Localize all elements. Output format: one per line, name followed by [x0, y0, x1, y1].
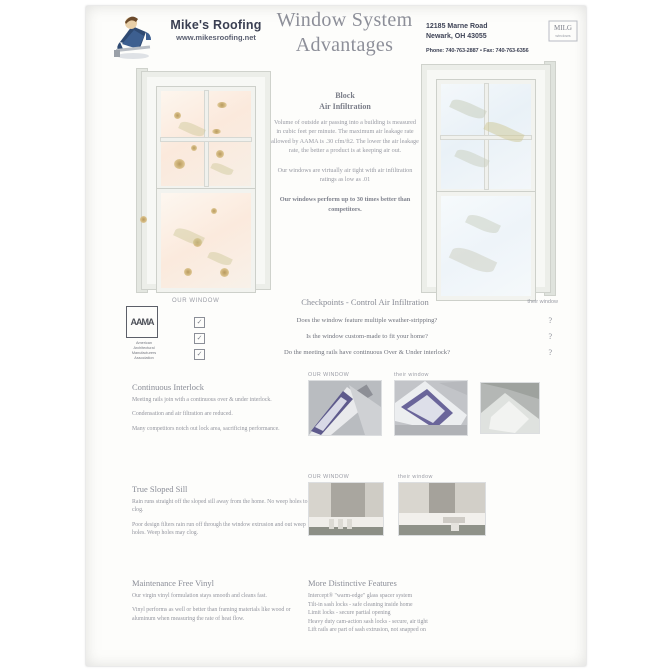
checkpoints-their-label: their window: [527, 299, 558, 305]
document-header: Mike's Roofing www.mikesroofing.net Wind…: [86, 6, 586, 68]
photo-label: OUR WINDOW: [308, 474, 350, 480]
page-title: Window System Advantages: [272, 9, 417, 57]
section-paragraph: Poor design filters rain run off through…: [132, 521, 306, 537]
list-item: Tilt-in sash locks - safe cleaning insid…: [308, 601, 413, 608]
photo-label: their window: [398, 474, 433, 480]
table-row: ✓ Is the window custom-made to fit your …: [172, 332, 558, 347]
aama-logo-icon: AAMA: [126, 306, 158, 338]
air-infiltration-text-block: Block Air Infiltration Volume of outside…: [271, 90, 419, 214]
photo-sill-our: OUR WINDOW: [308, 474, 384, 536]
checkpoint-their-mark-1: ?: [548, 316, 552, 325]
photo-interlock-their: their window: [394, 372, 468, 436]
aama-caption: American Architectural Manufacturers Ass…: [131, 341, 157, 360]
checkpoint-checkbox-1[interactable]: ✓: [194, 317, 205, 328]
brand-block: Mike's Roofing www.mikesroofing.net: [156, 18, 276, 42]
photo-sill-their: their window: [398, 474, 486, 536]
svg-text:windows: windows: [555, 33, 570, 38]
their-window-illustration: [416, 61, 556, 301]
list-item: Intercept® "warm-edge" glass spacer syst…: [308, 593, 413, 599]
section-paragraph: Rain runs straight off the sloped sill a…: [132, 499, 308, 514]
checkpoint-checkbox-2[interactable]: ✓: [194, 333, 205, 344]
page-title-line1: Window System: [276, 9, 413, 31]
center-heading-line2: Air Infiltration: [319, 102, 371, 111]
roofer-mascot-icon: [112, 12, 154, 60]
photo-label: OUR WINDOW: [308, 372, 350, 378]
section-paragraph: Condensation and air filtration are redu…: [132, 411, 233, 418]
checkpoints-header-row: OUR WINDOW Checkpoints - Control Air Inf…: [172, 297, 558, 312]
section-maintenance-free-vinyl: Maintenance Free Vinyl Our virgin vinyl …: [132, 578, 312, 629]
brand-url[interactable]: www.mikesroofing.net: [176, 33, 256, 42]
section-heading: Continuous Interlock: [132, 382, 205, 392]
section-paragraph: Meeting rails join with a continuous ove…: [132, 397, 272, 403]
center-heading-line1: Block: [335, 91, 355, 100]
brand-name: Mike's Roofing: [170, 18, 262, 32]
svg-text:MILG: MILG: [554, 24, 572, 32]
list-item: Lift rails are part of sash extrusion, n…: [308, 627, 426, 634]
section-heading: More Distinctive Features: [308, 578, 397, 588]
center-highlight: Our windows perform up to 30 times bette…: [279, 196, 411, 213]
section-more-distinctive-features: More Distinctive Features Intercept® "wa…: [308, 578, 538, 635]
table-row: ✓ Do the meeting rails have continuous O…: [172, 348, 558, 363]
contact-address: 12185 Marne Road Newark, OH 43055 Phone:…: [426, 22, 546, 56]
phone-fax-line: Phone: 740-763-2887 • Fax: 740-763-6356: [426, 48, 529, 54]
scanned-sheet: Mike's Roofing www.mikesroofing.net Wind…: [86, 6, 586, 666]
center-paragraph-2: Our windows are virtually air tight with…: [277, 166, 413, 184]
photo-interlock-our: OUR WINDOW: [308, 372, 382, 436]
left-margin: [0, 0, 86, 672]
our-window-illustration: [136, 68, 276, 293]
center-paragraph-1: Volume of outside air passing into a bui…: [271, 119, 419, 155]
address-line-2: Newark, OH 43055: [426, 33, 487, 40]
checkpoint-question-1: Does the window feature multiple weather…: [296, 317, 438, 324]
checkpoint-checkbox-3[interactable]: ✓: [194, 349, 205, 360]
checkpoints-table: AAMA American Architectural Manufacturer…: [118, 297, 558, 373]
list-item: Limit locks - secure partial opening: [308, 610, 391, 617]
address-line-1: 12185 Marne Road: [426, 23, 488, 30]
section-paragraph: Vinyl performs as well or better than fr…: [132, 607, 291, 622]
aama-badge: AAMA American Architectural Manufacturer…: [126, 306, 162, 361]
section-paragraph: Our virgin vinyl formulation stays smoot…: [132, 593, 267, 599]
section-true-sloped-sill: True Sloped Sill Rain runs straight off …: [132, 484, 312, 544]
checkpoint-question-2: Is the window custom-made to fit your ho…: [306, 333, 428, 340]
section-heading: Maintenance Free Vinyl: [132, 578, 214, 588]
page-title-line2: Advantages: [295, 34, 394, 56]
manufacturer-logo-icon: MILG windows: [548, 20, 578, 42]
right-margin: [586, 0, 672, 672]
section-heading: True Sloped Sill: [132, 484, 188, 494]
table-row: ✓ Does the window feature multiple weath…: [172, 316, 558, 331]
checkpoint-their-mark-3: ?: [548, 348, 552, 357]
checkpoint-question-3: Do the meeting rails have continuous Ove…: [283, 349, 451, 356]
checkpoint-their-mark-2: ?: [548, 332, 552, 341]
list-item: Heavy duty cam-action sash locks - secur…: [308, 618, 428, 625]
section-paragraph: Many competitors notch out lock area, sa…: [132, 425, 280, 432]
section-continuous-interlock: Continuous Interlock Meeting rails join …: [132, 382, 312, 439]
checkpoints-title: Checkpoints - Control Air Infiltration: [301, 297, 429, 307]
checkpoints-our-label: OUR WINDOW: [172, 298, 220, 304]
photo-interlock-detail: [480, 382, 540, 434]
photo-label: their window: [394, 372, 429, 378]
